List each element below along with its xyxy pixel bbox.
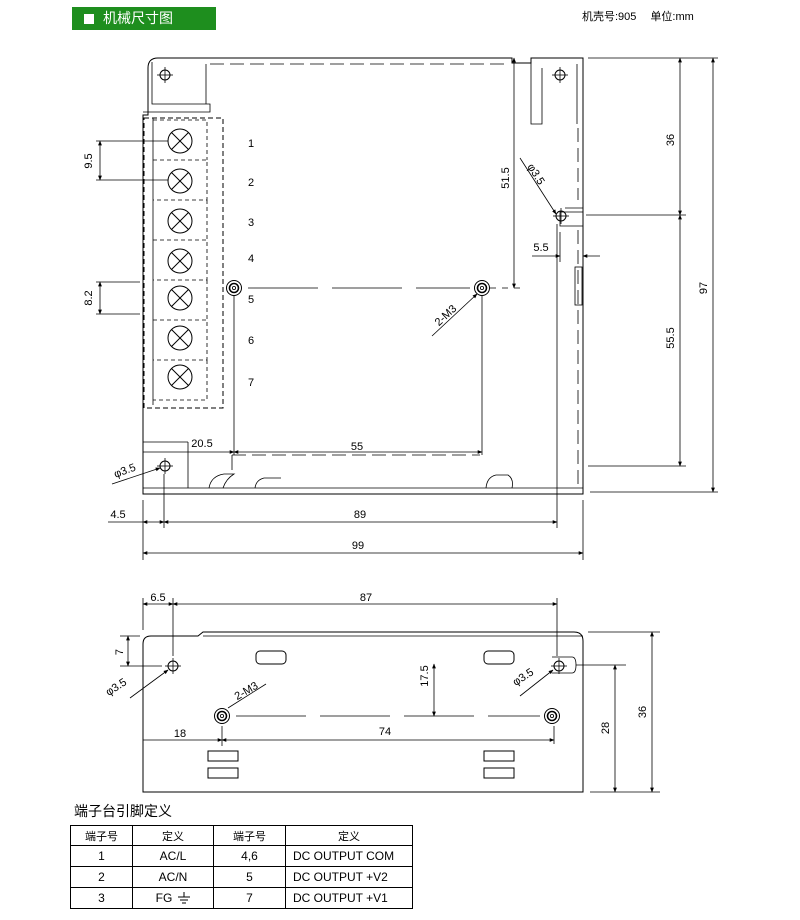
terminal-screw-icon: [167, 248, 193, 274]
terminal-number: 4: [248, 253, 254, 265]
terminal-number: 7: [248, 377, 254, 389]
dim-hole-spacing: 55: [351, 441, 363, 453]
side-view-outline: [142, 631, 584, 793]
pin-table-title: 端子台引脚定义: [74, 803, 172, 819]
terminal-screw-icon: [167, 325, 193, 351]
square-icon: [84, 14, 94, 24]
dim-side-hole-right: φ3.5: [511, 666, 536, 688]
mount-hole-icon: [157, 67, 173, 83]
table-header: 端子号: [70, 825, 133, 846]
pin-number: 3: [70, 887, 133, 909]
dim-side-left-offset: 6.5: [150, 592, 165, 604]
ground-icon: [178, 892, 191, 904]
terminal-screw-icon: [167, 208, 193, 234]
dim-side-height-inner: 28: [600, 722, 612, 734]
pin-definition: AC/N: [132, 866, 214, 888]
pin-definition: AC/L: [132, 845, 214, 867]
m3-hole-icon: [473, 279, 491, 297]
mount-hole-icon: [553, 208, 569, 224]
dim-right-lower: 55.5: [665, 327, 677, 348]
terminal-number: 1: [248, 138, 254, 150]
dim-edge-offset: 4.5: [110, 509, 125, 521]
dim-pitch-top: 9.5: [83, 153, 95, 168]
mount-hole-icon: [157, 458, 173, 474]
pin-number: 5: [213, 866, 286, 888]
mechanical-drawing: 1 2 3 4 5 6 7: [83, 57, 718, 793]
terminal-screw-icon: [167, 364, 193, 390]
mount-hole-icon: [551, 658, 567, 674]
dim-hole-vertical: 51.5: [500, 167, 512, 188]
dim-hole-span: 89: [354, 509, 366, 521]
m3-hole-icon: [213, 707, 231, 725]
m3-hole-icon: [543, 707, 561, 725]
mount-hole-icon: [552, 67, 568, 83]
pin-definition: DC OUTPUT +V1: [285, 887, 413, 909]
dim-side-hole-span: 87: [360, 592, 372, 604]
terminal-number: 6: [248, 335, 254, 347]
dim-right-upper: 36: [665, 134, 677, 146]
m3-hole-icon: [225, 279, 243, 297]
dim-side-height-total: 36: [637, 706, 649, 718]
top-view: [142, 57, 584, 495]
dim-side-mount-holes: 2-M3: [233, 680, 261, 703]
terminal-number: 2: [248, 177, 254, 189]
pin-definition: DC OUTPUT COM: [285, 845, 413, 867]
table-header: 定义: [285, 825, 413, 846]
section-title: 机械尺寸图: [103, 10, 173, 26]
terminal-number: 5: [248, 294, 254, 306]
section-title-bar: 机械尺寸图: [72, 7, 216, 30]
dim-side-left-mount: 18: [174, 728, 186, 740]
table-row: 2 AC/N 5 DC OUTPUT +V2: [70, 866, 413, 888]
table-row: 3 FG 7 DC OUTPUT +V1: [70, 887, 413, 909]
model-label: 机壳号:905: [582, 11, 637, 23]
pin-table: 端子号 定义 端子号 定义 1 AC/L 4,6 DC OUTPUT COM 2…: [70, 825, 413, 909]
top-view-outline: [142, 57, 584, 495]
mount-hole-icon: [165, 658, 181, 674]
pin-definition: DC OUTPUT +V2: [285, 866, 413, 888]
dim-corner-hole: φ3.5: [112, 462, 137, 481]
side-view: [142, 631, 584, 793]
dim-side-top-offset: 7: [114, 649, 126, 655]
table-header-row: 端子号 定义 端子号 定义: [70, 825, 413, 846]
dim-side-hole-height: 17.5: [419, 665, 431, 686]
terminal-screw-icon: [167, 285, 193, 311]
dim-total-width: 99: [352, 540, 364, 552]
dim-hole-offset: 5.5: [533, 242, 548, 254]
pin-number: 2: [70, 866, 133, 888]
dim-left-offset: 20.5: [191, 438, 212, 450]
terminal-number: 3: [248, 217, 254, 229]
pin-number: 1: [70, 845, 133, 867]
pin-definition-fg: FG: [132, 887, 214, 909]
table-header: 端子号: [213, 825, 286, 846]
dim-hole-diameter: φ3.5: [525, 162, 547, 187]
unit-label: 单位:mm: [650, 11, 694, 23]
pin-number: 7: [213, 887, 286, 909]
dim-side-hole-left: φ3.5: [104, 676, 129, 698]
table-header: 定义: [132, 825, 214, 846]
table-row: 1 AC/L 4,6 DC OUTPUT COM: [70, 845, 413, 867]
pin-definition: FG: [155, 891, 173, 905]
terminal-screw-icon: [167, 128, 193, 154]
dim-pitch-mid: 8.2: [83, 290, 95, 305]
pin-number: 4,6: [213, 845, 286, 867]
dim-side-mount-span: 74: [379, 726, 391, 738]
terminal-screw-icon: [167, 168, 193, 194]
model-info: 机壳号:905 单位:mm: [582, 8, 708, 24]
dim-total-height: 97: [698, 282, 710, 294]
dim-mount-holes: 2-M3: [433, 303, 460, 329]
